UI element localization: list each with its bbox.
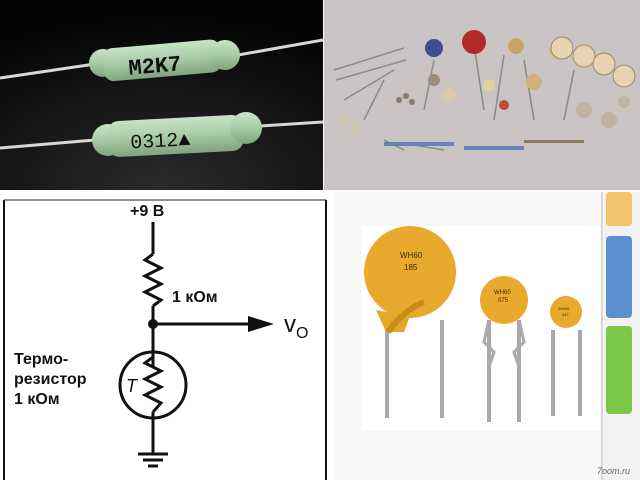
photo-thermistor-assortment bbox=[324, 0, 640, 190]
disc-thermistor-large: WH60 185 bbox=[364, 226, 456, 334]
resistor-value-label: 1 кОм bbox=[172, 289, 218, 306]
thermistor-symbol-label: T bbox=[126, 376, 139, 396]
output-voltage-label: vO bbox=[284, 311, 308, 342]
output-voltage-sub: O bbox=[296, 325, 308, 342]
output-voltage-main: v bbox=[284, 311, 296, 338]
thermistor-caption-line-2: резистор bbox=[14, 371, 87, 388]
disc-thermistor-small: WH60 447 bbox=[550, 296, 582, 328]
thermistor-caption-line-3: 1 кОм bbox=[14, 391, 60, 408]
thermistor-caption-line-1: Термо- bbox=[14, 351, 68, 368]
supply-voltage-label: +9 B bbox=[130, 203, 164, 220]
disc-large-marking-1: WH60 bbox=[400, 251, 423, 260]
schematic-voltage-divider: +9 B 1 кОм vO T Термо- резистор 1 кОм bbox=[0, 192, 333, 480]
resistor-2-marking: 0312▲ bbox=[130, 129, 191, 155]
side-tab-green bbox=[606, 326, 632, 414]
resistor-1: M2K7 bbox=[0, 38, 323, 82]
disc-medium-marking-1: WH60 bbox=[494, 290, 511, 296]
resistor-2: 0312▲ bbox=[0, 112, 323, 157]
disc-medium-marking-2: 075 bbox=[498, 298, 509, 304]
side-tab-blue bbox=[606, 236, 632, 318]
photo-resistors: M2K7 0312▲ bbox=[0, 0, 323, 190]
disc-small-marking-1: WH60 bbox=[558, 306, 570, 311]
disc-small-marking-2: 447 bbox=[562, 312, 569, 317]
disc-large-marking-2: 185 bbox=[404, 263, 418, 272]
photo-disc-thermistors: WH60 185 WH60 075 WH60 447 7oom.ru bbox=[334, 192, 640, 480]
disc-thermistor-medium: WH60 075 bbox=[480, 276, 528, 324]
watermark-text: 7oom.ru bbox=[596, 466, 630, 476]
side-tab-yellow bbox=[606, 192, 632, 226]
thermistor-caption: Термо- резистор 1 кОм bbox=[14, 351, 91, 408]
resistor-1-marking: M2K7 bbox=[128, 52, 183, 82]
